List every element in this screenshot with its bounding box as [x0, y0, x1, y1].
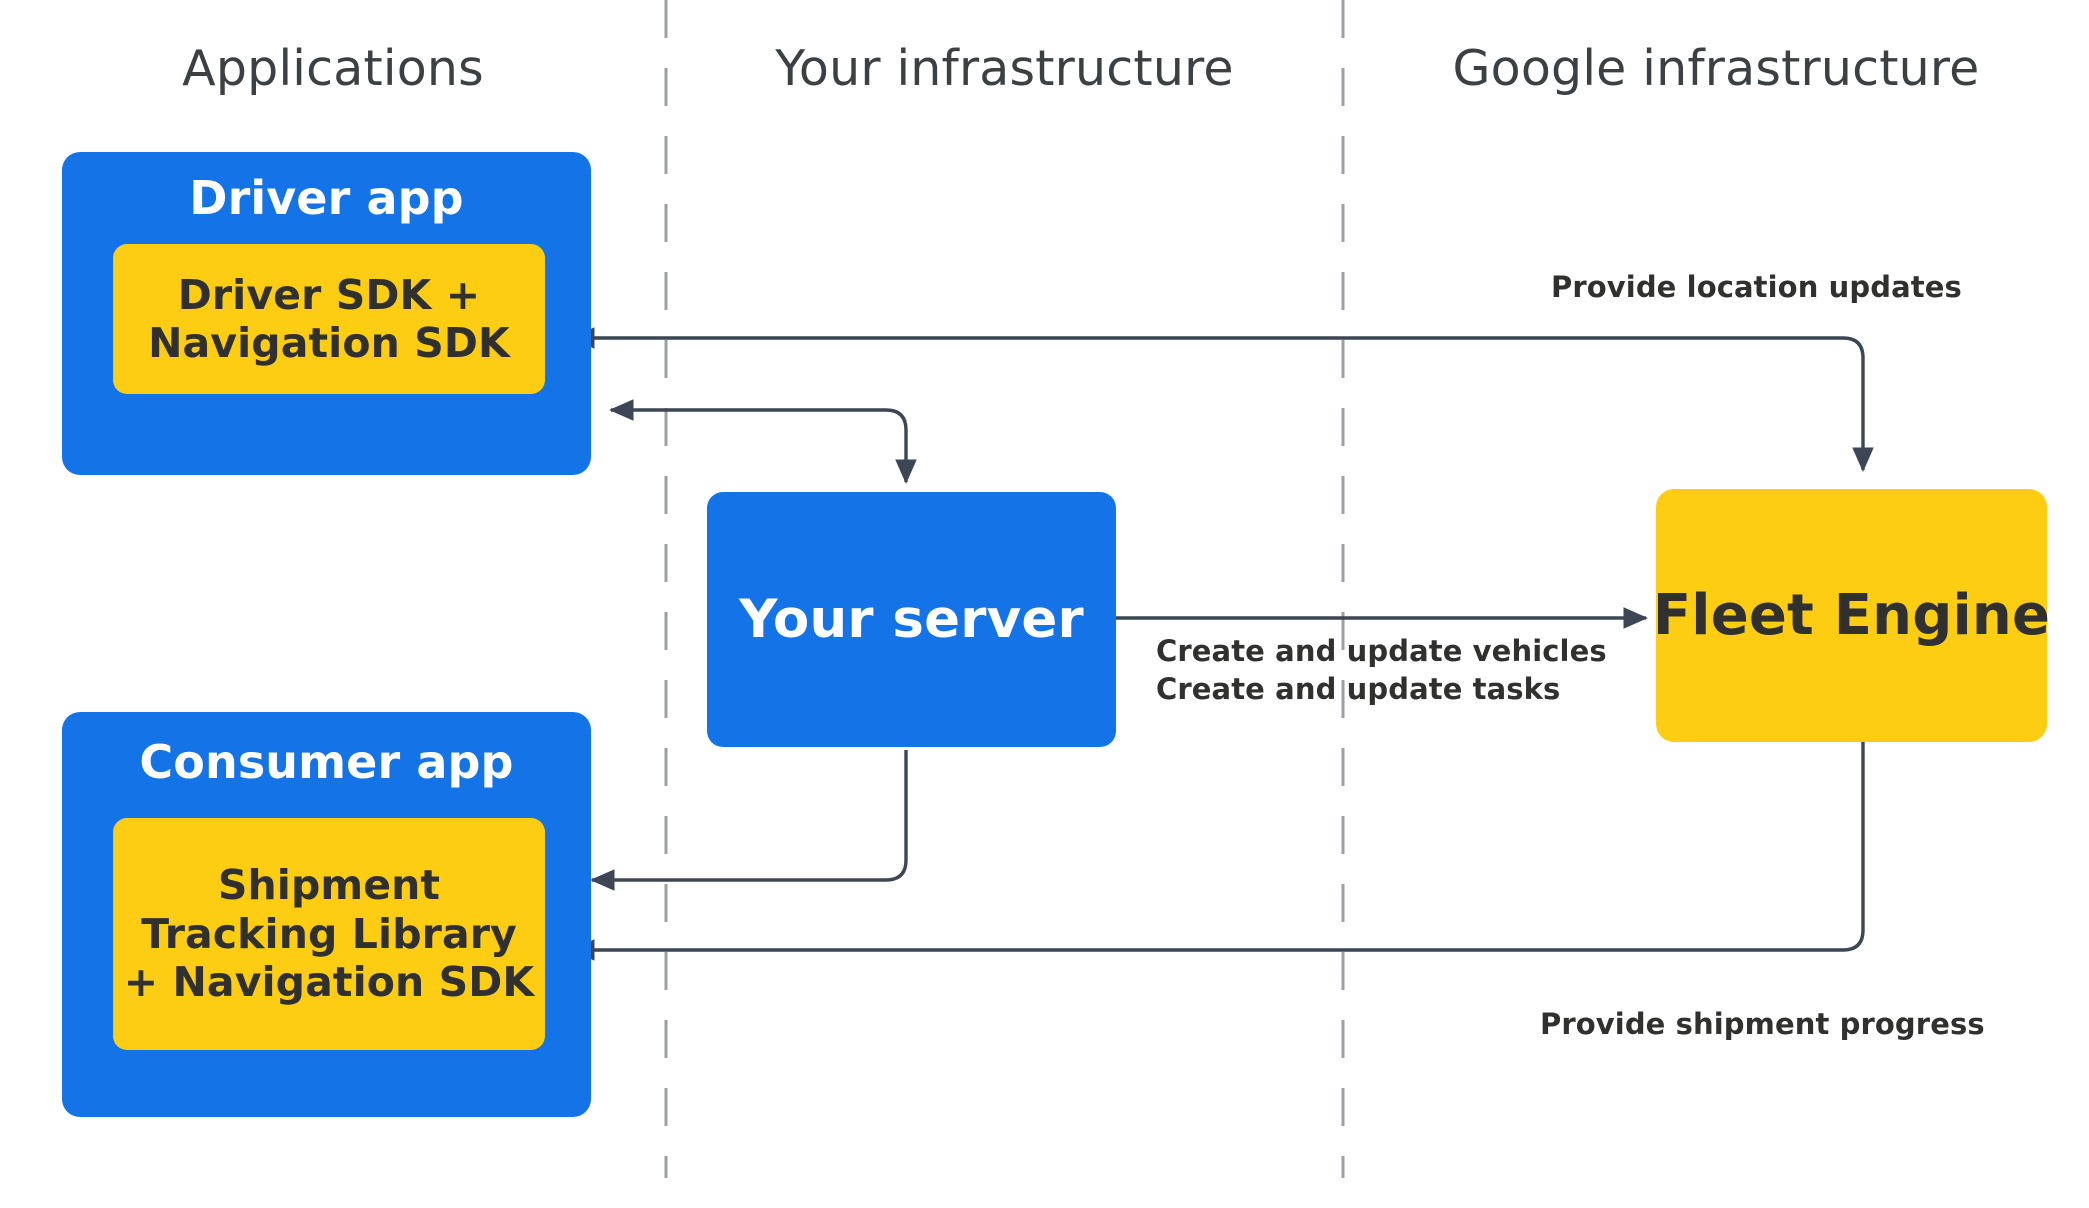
driver-sdk-line-2: Navigation SDK — [148, 319, 510, 367]
edge-shipment-progress — [570, 742, 1865, 961]
shipment-tracking-library-label: Shipment Tracking Library + Navigation S… — [124, 861, 535, 1006]
edge-label-create-and-update: Create and update vehicles Create and up… — [1156, 632, 1607, 709]
edge-server-to-consumer — [590, 750, 908, 891]
create-and-update-tasks: Create and update tasks — [1156, 672, 1561, 707]
stl-line-2: Tracking Library — [141, 909, 517, 958]
your-server-label: Your server — [739, 589, 1084, 650]
column-title-your-infrastructure: Your infrastructure — [775, 40, 1234, 97]
driver-app-title: Driver app — [189, 171, 464, 225]
column-title-google-infrastructure: Google infrastructure — [1452, 40, 1980, 97]
fleet-engine-label: Fleet Engine — [1652, 583, 2051, 648]
node-driver-sdk[interactable]: Driver SDK + Navigation SDK — [113, 244, 545, 394]
node-driver-app[interactable]: Driver app Driver SDK + Navigation SDK — [62, 152, 591, 475]
edge-driver-to-server — [609, 399, 917, 484]
driver-sdk-line-1: Driver SDK + — [177, 270, 481, 319]
edge-location-updates — [570, 327, 1874, 472]
edge-label-provide-location-updates: Provide location updates — [1551, 270, 1962, 304]
node-shipment-tracking-library[interactable]: Shipment Tracking Library + Navigation S… — [113, 818, 545, 1050]
node-your-server[interactable]: Your server — [707, 492, 1116, 747]
driver-sdk-label: Driver SDK + Navigation SDK — [148, 271, 510, 368]
stl-line-1: Shipment — [217, 861, 441, 910]
column-title-applications: Applications — [182, 40, 484, 97]
edge-label-provide-shipment-progress: Provide shipment progress — [1540, 1007, 1985, 1041]
create-and-update-vehicles: Create and update vehicles — [1156, 634, 1607, 668]
consumer-app-title: Consumer app — [139, 735, 514, 789]
stl-line-3: + Navigation SDK — [123, 958, 535, 1007]
node-fleet-engine[interactable]: Fleet Engine — [1652, 489, 2051, 742]
node-consumer-app[interactable]: Consumer app Shipment Tracking Library +… — [62, 712, 591, 1117]
